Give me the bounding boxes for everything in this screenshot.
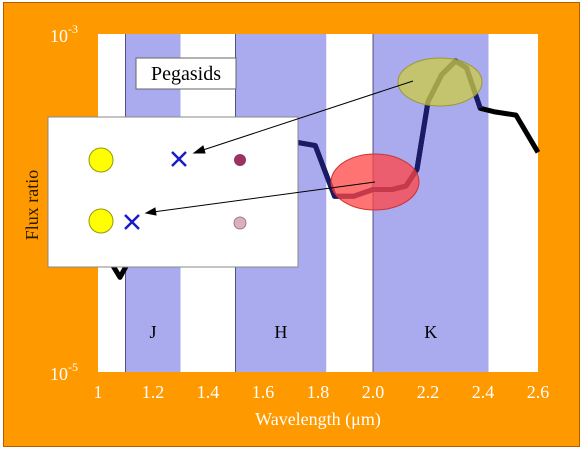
planet-dot-yellow-top	[88, 147, 114, 173]
x-axis-label: Wavelength (μm)	[255, 409, 381, 430]
y-tick-top: 10-3	[50, 22, 78, 46]
x-tick-label: 2.0	[362, 382, 385, 402]
cross-mark-bottom	[124, 214, 140, 230]
x-tick-label: 1	[94, 382, 103, 402]
y-tick-bottom: 10-5	[50, 360, 78, 384]
band-label-k: K	[424, 322, 437, 342]
x-tick-labels: 1 1.2 1.4 1.6 1.8 2.0 2.2 2.4 2.6	[94, 382, 550, 402]
pegasids-label: Pegasids	[151, 63, 221, 85]
highlight-ellipse-yellow	[397, 57, 483, 107]
x-tick-label: 1.4	[197, 382, 220, 402]
y-axis-label: Flux ratio	[22, 170, 42, 241]
band-label-j: J	[149, 322, 156, 342]
x-tick-label: 1.6	[252, 382, 275, 402]
x-tick-label: 2.6	[527, 382, 550, 402]
x-tick-label: 1.2	[142, 382, 165, 402]
planet-dot-yellow-bottom	[88, 208, 114, 234]
x-tick-label: 1.8	[307, 382, 330, 402]
band-label-h: H	[274, 322, 287, 342]
annotation-arrows	[144, 80, 414, 216]
pegasids-label-box	[135, 57, 237, 90]
inset-box	[47, 116, 299, 268]
small-dot-bottom	[233, 216, 247, 230]
cross-mark-top	[171, 151, 187, 167]
x-tick-label: 2.2	[417, 382, 440, 402]
small-dot-top	[234, 154, 246, 166]
x-tick-label: 2.4	[472, 382, 495, 402]
